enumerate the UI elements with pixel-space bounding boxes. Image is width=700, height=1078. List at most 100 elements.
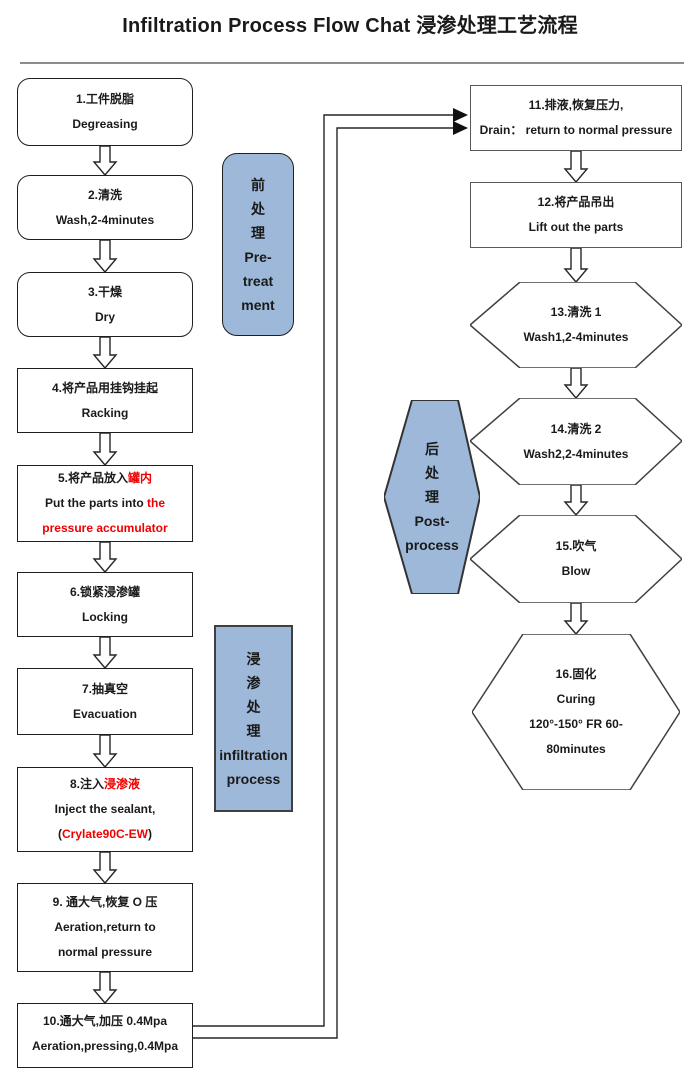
node-9-en-line2: normal pressure: [57, 945, 153, 959]
label-post-line: 处: [424, 465, 439, 481]
node-16-curing: 16.固化 Curing 120°-150° FR 60- 80minutes: [472, 634, 680, 790]
connector-outer-line: [193, 114, 453, 1027]
node-2-zh: 2.清洗: [87, 187, 122, 202]
flow-arrows-left: [92, 145, 118, 1005]
flow-arrows-right: [563, 150, 589, 636]
label-pre-line: Pre-: [244, 248, 272, 265]
arrow-1-to-2-icon: [92, 145, 118, 177]
node-5-put-parts-into-accumulator: 5.将产品放入罐内 Put the parts into the pressur…: [17, 465, 193, 542]
label-infil-line: 渗: [246, 674, 261, 691]
connector-10-to-11: [193, 108, 468, 1039]
node-2-en: Wash,2-4minutes: [55, 212, 155, 227]
node-8-en-line2: (Crylate90C-EW): [57, 827, 153, 841]
arrow-9-to-10-icon: [92, 971, 118, 1005]
node-5-en-line2: pressure accumulator: [42, 521, 168, 535]
node-16-duration: 80minutes: [546, 742, 606, 756]
node-9-aeration-return-normal: 9. 通大气,恢复 O 压 Aeration,return to normal …: [17, 883, 193, 972]
connector-arrowhead-bottom-icon: [453, 121, 468, 135]
node-8-zh: 8.注入浸渗液: [69, 777, 141, 791]
node-7-evacuation: 7.抽真空 Evacuation: [17, 668, 193, 735]
node-8-en-line1: Inject the sealant,: [54, 802, 156, 816]
node-12-zh: 12.将产品吊出: [537, 195, 615, 209]
label-pre-line: treat: [242, 272, 274, 289]
node-5-en-line1: Put the parts into the: [45, 496, 165, 510]
node-3-dry: 3.干燥 Dry: [17, 272, 193, 337]
node-12-lift-out: 12.将产品吊出 Lift out the parts: [470, 182, 682, 248]
node-16-temp: 120°-150° FR 60-: [529, 717, 623, 731]
node-7-zh: 7.抽真空: [81, 681, 128, 696]
arrow-11-to-12-icon: [563, 150, 589, 184]
node-11-drain: 11.排液,恢复压力, Drain： return to normal pres…: [470, 85, 682, 151]
node-11-zh: 11.排液,恢复压力,: [528, 98, 624, 112]
node-10-aeration-pressing: 10.通大气,加压 0.4Mpa Aeration,pressing,0.4Mp…: [17, 1003, 193, 1068]
node-10-en: Aeration,pressing,0.4Mpa: [31, 1039, 179, 1053]
label-pre-line: 处: [251, 200, 265, 217]
node-4-racking: 4.将产品用挂钩挂起 Racking: [17, 368, 193, 433]
label-infil-line: 处: [246, 698, 261, 715]
node-1-zh: 1.工件脱脂: [75, 92, 134, 106]
connector-arrowhead-top-icon: [453, 108, 468, 122]
node-9-zh: 9. 通大气,恢复 O 压: [52, 895, 158, 909]
label-infil-line: infiltration: [219, 746, 288, 763]
node-6-zh: 6.锁紧浸渗罐: [69, 584, 140, 599]
arrow-12-to-13-icon: [563, 247, 589, 284]
label-post-line: Post-: [414, 513, 450, 529]
arrow-14-to-15-icon: [563, 484, 589, 517]
arrow-2-to-3-icon: [92, 239, 118, 274]
connector-inner-line: [193, 127, 453, 1039]
arrow-6-to-7-icon: [92, 636, 118, 670]
node-13-zh: 13.清洗 1: [550, 305, 602, 319]
node-13-wash1: 13.清洗 1 Wash1,2-4minutes: [470, 282, 682, 368]
node-14-en: Wash2,2-4minutes: [523, 446, 629, 461]
node-15-hexagon-icon: [470, 515, 682, 603]
node-14-hexagon-icon: [470, 398, 682, 485]
node-14-wash2: 14.清洗 2 Wash2,2-4minutes: [470, 398, 682, 485]
label-post-line: 理: [424, 489, 439, 505]
label-pre-line: 前: [251, 176, 265, 193]
node-9-en-line1: Aeration,return to: [54, 920, 156, 934]
node-8-inject-sealant: 8.注入浸渗液 Inject the sealant, (Crylate90C-…: [17, 767, 193, 852]
label-pre-line: ment: [241, 296, 275, 313]
arrow-8-to-9-icon: [92, 851, 118, 885]
node-15-blow: 15.吹气 Blow: [470, 515, 682, 603]
label-pre-line: 理: [251, 224, 265, 241]
node-16-hexagon-icon: [472, 634, 680, 790]
node-16-en: Curing: [556, 692, 596, 706]
node-7-en: Evacuation: [72, 706, 138, 721]
label-infil-line: 理: [246, 722, 261, 739]
node-1-degreasing: 1.工件脱脂 Degreasing: [17, 78, 193, 146]
node-6-en: Locking: [81, 609, 128, 624]
node-14-zh: 14.清洗 2: [550, 421, 602, 436]
label-post-line: process: [405, 537, 459, 553]
node-1-en: Degreasing: [72, 117, 138, 131]
arrow-15-to-16-icon: [563, 602, 589, 636]
label-postprocess: 后 处 理 Post- process: [384, 400, 480, 594]
arrow-13-to-14-icon: [563, 367, 589, 400]
arrow-7-to-8-icon: [92, 734, 118, 769]
node-13-hexagon-icon: [470, 282, 682, 368]
node-3-zh: 3.干燥: [87, 284, 122, 299]
label-post-line: 后: [424, 441, 439, 457]
label-infiltration-process: 浸 渗 处 理 infiltration process: [214, 625, 293, 812]
node-16-zh: 16.固化: [555, 667, 597, 681]
node-11-en: Drain： return to normal pressure: [479, 123, 673, 137]
node-15-zh: 15.吹气: [555, 539, 597, 553]
arrow-5-to-6-icon: [92, 541, 118, 574]
label-infil-line: 浸: [246, 650, 261, 667]
node-13-en: Wash1,2-4minutes: [523, 330, 629, 344]
label-pretreatment: 前 处 理 Pre- treat ment: [222, 153, 294, 336]
page-title: Infiltration Process Flow Chat 浸渗处理工艺流程: [122, 15, 578, 37]
arrow-4-to-5-icon: [92, 432, 118, 467]
node-2-wash: 2.清洗 Wash,2-4minutes: [17, 175, 193, 240]
node-6-locking: 6.锁紧浸渗罐 Locking: [17, 572, 193, 637]
node-12-en: Lift out the parts: [528, 220, 624, 234]
node-5-zh: 5.将产品放入罐内: [57, 471, 153, 485]
postprocess-hexagon-icon: [384, 400, 480, 594]
node-4-en: Racking: [81, 405, 129, 420]
title-divider: [20, 62, 684, 64]
node-10-zh: 10.通大气,加压 0.4Mpa: [42, 1014, 168, 1028]
node-15-en: Blow: [561, 564, 591, 578]
arrow-3-to-4-icon: [92, 336, 118, 370]
